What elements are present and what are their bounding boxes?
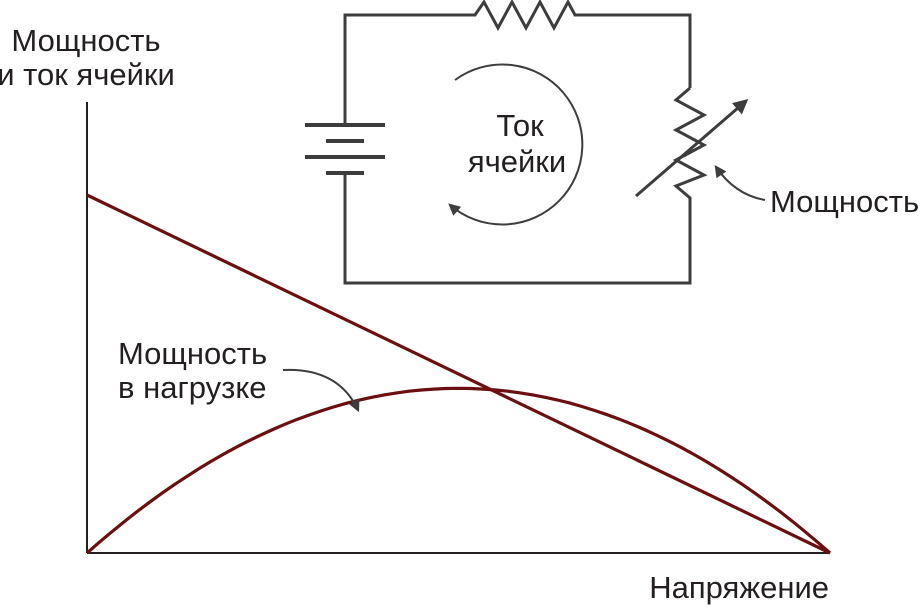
power-curve bbox=[85, 386, 832, 555]
loop-label-line2: ячейки bbox=[468, 144, 566, 179]
resistor-icon bbox=[343, 0, 692, 125]
x-axis-label: Напряжение bbox=[649, 570, 829, 605]
battery-icon bbox=[305, 123, 385, 175]
load-label: Мощность bbox=[770, 184, 918, 219]
circuit-diagram bbox=[305, 0, 766, 285]
series-group bbox=[85, 193, 832, 555]
axes bbox=[86, 102, 830, 554]
current-line bbox=[86, 193, 831, 555]
curved-arrow-icon bbox=[448, 63, 584, 226]
y-axis-label-line2: и ток ячейки bbox=[0, 57, 175, 92]
power-annotation-line2: в нагрузке bbox=[118, 370, 267, 405]
y-axis-label-line1: Мощность bbox=[11, 23, 160, 58]
power-annotation: Мощность в нагрузке bbox=[118, 336, 360, 413]
power-annotation-line1: Мощность bbox=[118, 336, 267, 371]
power-annotation-arrow-icon bbox=[282, 368, 360, 413]
load-label-arrow-icon bbox=[714, 165, 766, 201]
loop-label-line1: Ток bbox=[496, 108, 544, 143]
variable-resistor-icon bbox=[343, 86, 708, 285]
variable-arrow-icon bbox=[635, 99, 749, 198]
